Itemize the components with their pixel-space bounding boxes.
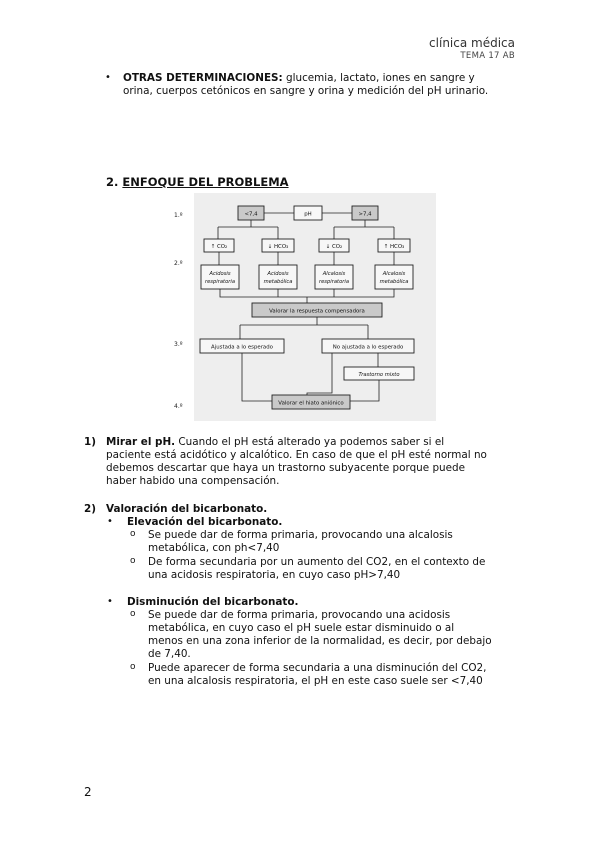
dx-box-3 (314, 264, 354, 290)
sub-bullet: o (130, 662, 136, 672)
ph-low-label: <7,4 (244, 212, 258, 218)
ph-box (293, 205, 323, 221)
item-1-number: 1) (84, 436, 96, 448)
not-adjusted-label: No ajustada a lo esperado (333, 345, 404, 351)
dx-3-line-2: respiratoria (319, 279, 349, 285)
elevacion-1-line-2: metabólica, con ph<7,40 (148, 542, 280, 554)
running-header-title: clínica médica (429, 36, 515, 50)
compensation-label: Valorar la respuesta compensadora (269, 309, 365, 315)
section-title: 2. ENFOQUE DEL PROBLEMA (106, 175, 289, 189)
dx-1-line-1: Acidosis (208, 271, 230, 277)
item-1-line-2: paciente está acidótico y alcalótico. En… (106, 449, 487, 461)
otras-line-1: OTRAS DETERMINACIONES: glucemia, lactato… (123, 72, 513, 85)
dx-box-4 (374, 264, 414, 290)
disminucion-2-line-1: Puede aparecer de forma secundaria a una… (148, 662, 487, 674)
ph-label: pH (304, 212, 311, 218)
otras-line-2: orina, cuerpos cetónicos en sangre y ori… (123, 85, 489, 97)
elevacion-1-line-1: Se puede dar de forma primaria, provocan… (148, 529, 453, 541)
item-2-title: Valoración del bicarbonato. (106, 503, 268, 515)
dx-4-line-1: Alcalosis (382, 271, 406, 277)
disminucion-title: Disminución del bicarbonato. (127, 596, 299, 608)
not-adjusted-box (321, 338, 415, 354)
adjusted-label: Ajustada a lo esperado (211, 345, 273, 351)
elevacion-2-line-2: una acidosis respiratoria, en cuyo caso … (148, 569, 401, 581)
section-number: 2. (106, 175, 119, 189)
dx-box-2 (258, 264, 298, 290)
sub-bullet: o (130, 556, 136, 566)
primary-label-2: ↓ HCO₃ (268, 244, 288, 250)
primary-label-1: ↑ CO₂ (211, 244, 227, 250)
dx-box-1 (200, 264, 240, 290)
sub-bullet: o (130, 529, 136, 539)
disminucion-1-line-1: Se puede dar de forma primaria, provocan… (148, 609, 451, 621)
disminucion-1-line-4: de 7,40. (148, 648, 191, 660)
anion-gap-label: Valorar el hiato aniónico (278, 400, 343, 407)
item-1-line-4: haber habido una compensación. (106, 475, 280, 487)
dx-1-line-2: respiratoria (205, 279, 235, 285)
section-title-text: ENFOQUE DEL PROBLEMA (122, 175, 289, 189)
bullet: • (107, 596, 113, 607)
otras-text-1: glucemia, lactato, iones en sangre y (286, 72, 475, 84)
item-1-title: Mirar el pH. (106, 436, 176, 448)
acid-base-flowchart: 1.º 2.º 3.º 4.º <7,4 pH >7,4 ↑ CO₂ ↓ HCO… (174, 193, 436, 421)
step-label-3: 3.º (174, 341, 183, 348)
bullet: • (105, 72, 111, 83)
item-1-line-3: debemos descartar que haya un trastorno … (106, 462, 466, 474)
sub-bullet: o (130, 609, 136, 619)
running-header-subtitle: TEMA 17 AB (460, 51, 515, 61)
item-2-number: 2) (84, 503, 96, 515)
dx-2-line-2: metabólica (264, 278, 293, 285)
item-1-line-1: Mirar el pH. Cuando el pH está alterado … (106, 436, 513, 449)
elevacion-2-line-1: De forma secundaria por un aumento del C… (148, 556, 486, 568)
elevacion-title: Elevación del bicarbonato. (127, 516, 283, 528)
disminucion-1-line-3: menos en una zona inferior de la normali… (148, 635, 492, 647)
bullet: • (107, 516, 113, 527)
dx-3-line-1: Alcalosis (322, 271, 346, 277)
dx-4-line-2: metabólica (380, 278, 409, 285)
step-label-4: 4.º (174, 403, 183, 410)
step-label-2: 2.º (174, 260, 183, 267)
primary-label-3: ↓ CO₂ (326, 244, 342, 250)
primary-label-4: ↑ HCO₃ (384, 244, 404, 250)
step-label-1: 1.º (174, 212, 183, 219)
disminucion-2-line-2: en una alcalosis respiratoria, el pH en … (148, 675, 483, 687)
dx-2-line-1: Acidosis (266, 271, 288, 277)
anion-gap-box (271, 394, 351, 410)
disminucion-1-line-2: metabólica, en cuyo caso el pH suele est… (148, 622, 455, 634)
page-number: 2 (84, 785, 92, 799)
otras-label: OTRAS DETERMINACIONES: (123, 72, 283, 84)
item-1-text-1: Cuando el pH está alterado ya podemos sa… (178, 436, 445, 448)
mixed-label: Trastorno mixto (358, 372, 399, 378)
ph-high-label: >7,4 (358, 212, 372, 218)
